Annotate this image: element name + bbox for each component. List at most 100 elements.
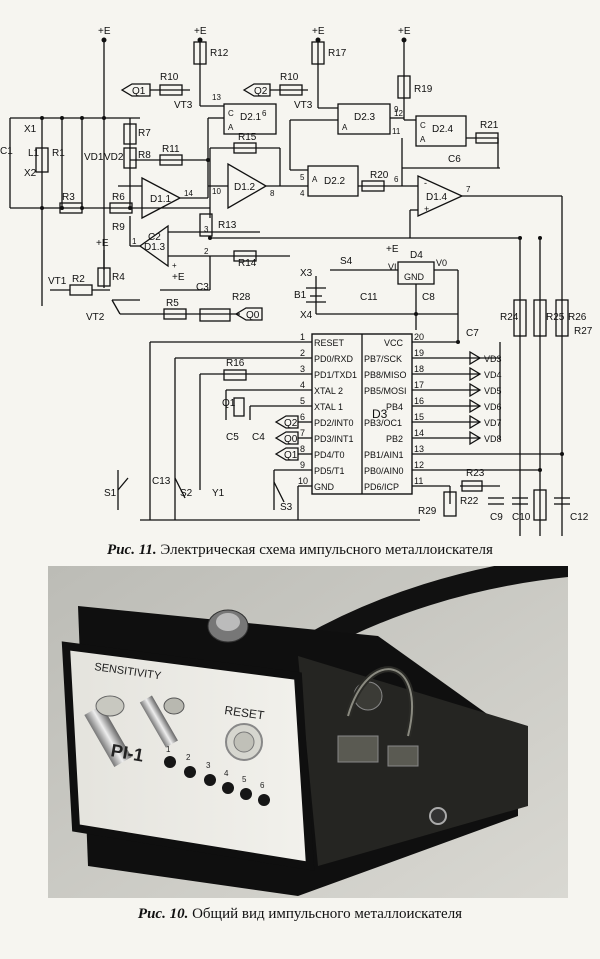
mcu-pin-4: 4 [300, 380, 305, 390]
supply-label-1: +E [98, 26, 111, 37]
mcu-pin-2: 2 [300, 348, 305, 358]
label-c10: C10 [512, 512, 531, 523]
led-number-2: 2 [186, 753, 191, 762]
mcu-pin-16-name: PB4 [386, 402, 403, 412]
figure-10-title: Общий вид импульсного металлоискателя [188, 906, 463, 922]
led-number-4: 4 [224, 769, 229, 778]
label-r3: R3 [62, 192, 75, 203]
label-d14: D1.4 [426, 192, 448, 203]
label-r14: R14 [238, 258, 257, 269]
mcu-pin-17-name: PB5/MOSI [364, 386, 407, 396]
label-s2: S2 [180, 488, 193, 499]
label-r28: R28 [232, 292, 251, 303]
led-vd7: VD7 [484, 418, 502, 428]
mcu-pin-6: 6 [300, 412, 305, 422]
minus-sign-d14: - [424, 178, 427, 188]
led-vd6: VD6 [484, 402, 502, 412]
mcu-pin-18: 18 [414, 364, 424, 374]
label-c11: C11 [360, 292, 378, 303]
label-r17: R17 [328, 48, 347, 59]
label-r4: R4 [112, 272, 125, 283]
mcu-pin-7: 7 [300, 428, 305, 438]
signal-q1: Q1 [132, 86, 146, 97]
label-c5: C5 [226, 432, 239, 443]
mcu-right-pins: 20 VCC 19 PB7/SCK 18 PB8/MISO 17 PB5/MOS… [364, 332, 424, 492]
mcu-pin-8-name: PD4/T0 [314, 450, 345, 460]
label-c3: C3 [196, 282, 209, 293]
label-c6: C6 [448, 154, 461, 165]
label-r29: R29 [418, 506, 437, 517]
led-vd4: VD4 [484, 370, 502, 380]
pin-10: 10 [212, 187, 221, 196]
label-c2: C2 [148, 232, 161, 243]
mcu-pin-14: 14 [414, 428, 424, 438]
label-d12: D1.2 [234, 182, 256, 193]
label-c13: C13 [152, 476, 171, 487]
label-r13: R13 [218, 220, 237, 231]
mcu-pin-12: 12 [414, 460, 424, 470]
mcu-pin-9-name: PD5/T1 [314, 466, 345, 476]
plus-sign: + [172, 261, 177, 270]
label-r6: R6 [112, 192, 125, 203]
label-r1: R1 [52, 148, 65, 159]
label-vt1: VT1 [48, 276, 67, 287]
label-vt3a: VT3 [174, 100, 193, 111]
figure-11-title: Электрическая схема импульсного металлои… [156, 542, 493, 558]
label-c7: C7 [466, 328, 479, 339]
mcu-pin-13-name: PB1/AIN1 [364, 450, 404, 460]
led-number-6: 6 [260, 781, 265, 790]
mcu-pin-1-name: RESET [314, 338, 345, 348]
mcu-left-pins: 1 RESET 2 PD0/RXD 3 PD1/TXD1 4 XTAL 2 5 … [298, 332, 357, 492]
supply-label-7: +E [172, 272, 185, 283]
figure-11-number: Рис. 11. [107, 542, 157, 558]
label-x3: X3 [300, 268, 313, 279]
mcu-pin-10: 10 [298, 476, 308, 486]
label-r9: R9 [112, 222, 125, 233]
mcu-pin-19-name: PB7/SCK [364, 354, 402, 364]
mcu-pin-20: 20 [414, 332, 424, 342]
label-r24: R24 [500, 312, 519, 323]
label-d4: D4 [410, 250, 423, 261]
pin-a-d21: A [228, 123, 234, 132]
label-vi: VI [388, 262, 397, 272]
pin-6: 6 [394, 175, 399, 184]
mcu-pin-1: 1 [300, 332, 305, 342]
label-vt2: VT2 [86, 312, 105, 323]
label-b1: B1 [294, 290, 307, 301]
pin-4: 4 [300, 189, 305, 198]
label-d11: D1.1 [150, 194, 172, 205]
mcu-pin-11-name: PD6/ICP [364, 482, 399, 492]
mcu-pin-5-name: XTAL 1 [314, 402, 343, 412]
label-s3: S3 [280, 502, 293, 513]
label-y1: Y1 [212, 488, 225, 499]
pin-6-d21: 6 [262, 109, 267, 118]
label-r5: R5 [166, 298, 179, 309]
supply-label-6: +E [386, 244, 399, 255]
label-r27: R27 [574, 326, 593, 337]
label-r2: R2 [72, 274, 85, 285]
mcu-pin-18-name: PB8/MISO [364, 370, 407, 380]
label-r10a: R10 [160, 72, 179, 83]
label-d13: D1.3 [144, 242, 166, 253]
label-r20: R20 [370, 170, 389, 181]
led-number-1: 1 [166, 745, 171, 754]
mcu-pin-19: 19 [414, 348, 424, 358]
pin-8: 8 [270, 189, 275, 198]
pin-5: 5 [300, 173, 305, 182]
mcu-pin-3: 3 [300, 364, 305, 374]
label-q1-crystal: Q1 [222, 398, 236, 409]
label-r22: R22 [460, 496, 479, 507]
label-d22: D2.2 [324, 176, 346, 187]
label-r16: R16 [226, 358, 245, 369]
label-r19: R19 [414, 84, 433, 95]
led-vd5: VD5 [484, 386, 502, 396]
circuit-schematic: +E +E +E +E +E +E +E X1 X2 L1 R1 VD1 VD2… [0, 26, 593, 536]
label-x2: X2 [24, 168, 37, 179]
pin-a-d24: A [420, 135, 426, 144]
label-r10b: R10 [280, 72, 299, 83]
supply-label-3: +E [312, 26, 325, 37]
pin-14: 14 [184, 189, 193, 198]
panel-reset-label: RESET [224, 703, 266, 723]
label-vd1: VD1 [84, 152, 104, 163]
mcu-pin-15-name: PB3/OC1 [364, 418, 402, 428]
